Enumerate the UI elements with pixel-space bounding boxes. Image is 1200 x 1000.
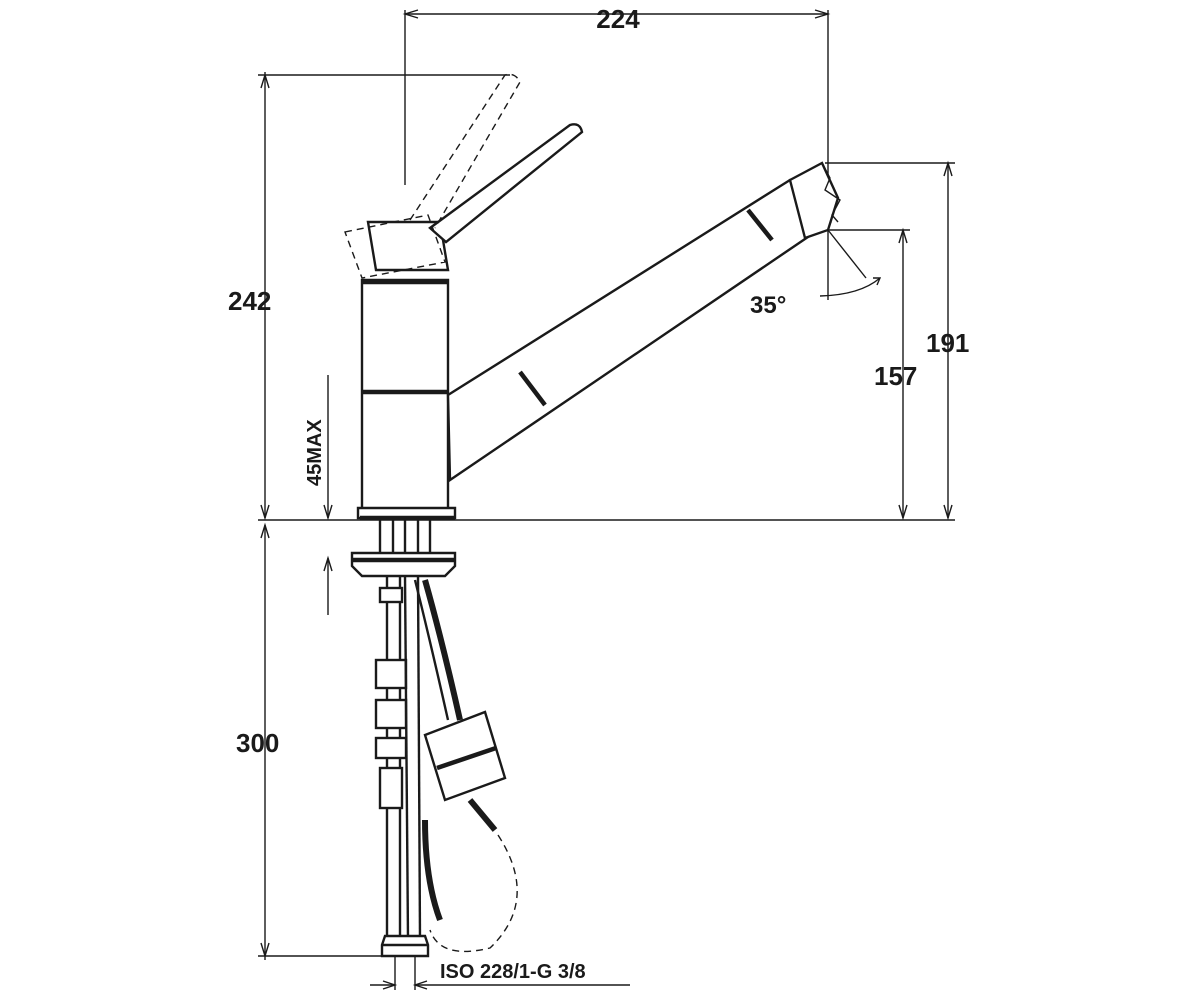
dim-below-300: 300	[236, 728, 279, 758]
lever-alt-position	[344, 73, 521, 279]
dim-angle-35: 35°	[750, 292, 786, 319]
lever-handle	[366, 123, 584, 272]
underdeck-assembly	[350, 518, 457, 958]
pull-out-hose	[413, 579, 518, 953]
connection-thread-label: ISO 228/1-G 3/8	[440, 961, 586, 983]
spout	[446, 161, 841, 483]
dim-height-191: 191	[926, 328, 969, 358]
dim-height-242: 242	[228, 286, 271, 316]
dim-deck-45max: 45MAX	[304, 419, 326, 486]
faucet-body	[356, 278, 457, 521]
dim-width-224: 224	[596, 4, 640, 34]
dim-height-157: 157	[874, 361, 917, 391]
